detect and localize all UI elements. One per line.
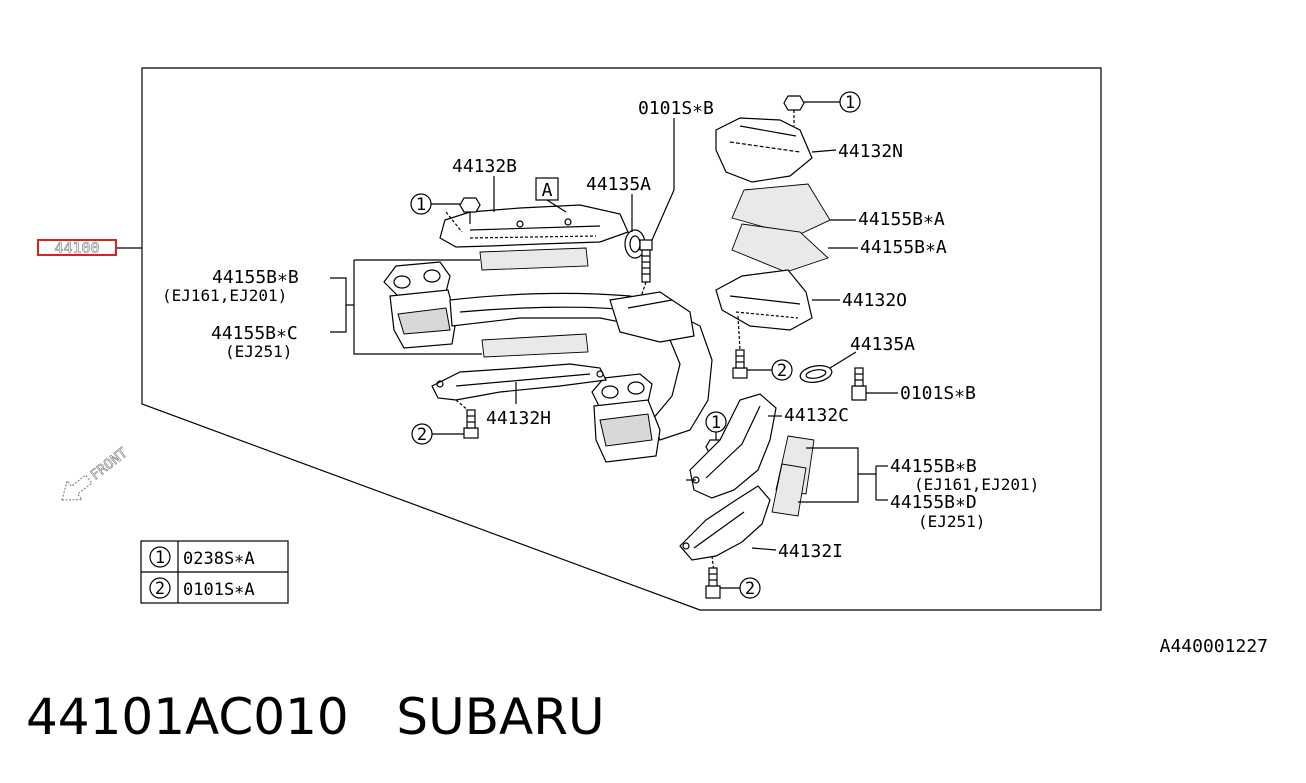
callout-0101SB-top[interactable]: 0101S∗B [638,98,714,119]
callout-44135A-top[interactable]: 44135A [586,174,651,195]
heat-shield-44132C [686,393,777,499]
bolt-icon [463,409,479,439]
callout-44132O[interactable]: 44132O [842,290,907,311]
callout-0101SB-right[interactable]: 0101S∗B [900,383,976,404]
ref-circle-1-label: 1 [845,93,855,113]
legend-ref-2: 2 [155,579,165,599]
nut-icon [459,197,481,224]
part-number: 44101AC010 [26,688,349,746]
heat-shield-44132O [715,269,813,331]
nut-icon [783,95,805,126]
ref-circle-1-label: 1 [711,413,721,433]
heat-shield-44132N [715,117,813,183]
callout-ej161-right[interactable]: (EJ161,EJ201) [914,475,1039,494]
callout-44155BA-2[interactable]: 44155B∗A [860,237,947,258]
bolt-icon [639,239,653,283]
callout-ej251-left[interactable]: (EJ251) [225,342,292,361]
bolt-icon [851,367,867,401]
ref-circle-2 [771,359,793,381]
ref-circle-2-label: 2 [417,425,427,445]
ref-circle-2-label: 2 [777,361,787,381]
brand-name: SUBARU [396,688,605,746]
callout-44132N[interactable]: 44132N [838,141,903,162]
diagram-frame [141,67,1102,611]
ref-circle-2-label: 2 [745,579,755,599]
bracket-right-gaskets [798,447,859,503]
heat-shield-44132H [431,363,607,401]
gasket-44155B-C [481,333,589,358]
gasket-44155B-A-1 [731,183,831,237]
gasket-44155B-D [771,463,807,517]
callout-44155BD[interactable]: 44155B∗D [890,492,977,513]
part-title: 44101AC010 SUBARU [26,682,605,752]
heat-shield-44132I [679,485,771,561]
front-label: FRONT [88,445,132,484]
clamp-44135A-right [799,365,833,383]
callout-44155BB-left[interactable]: 44155B∗B [212,267,299,288]
legend-ref-1: 1 [155,548,165,568]
callout-44132I[interactable]: 44132I [778,541,843,562]
callout-44132H[interactable]: 44132H [486,408,551,429]
callout-44155BA-1[interactable]: 44155B∗A [858,209,945,230]
gasket-44155B-A-2 [731,223,829,273]
diagram-code: A440001227 [1160,636,1268,657]
group-code-label[interactable]: 44100 [54,239,100,258]
callout-44132B[interactable]: 44132B [452,156,517,177]
bolt-icon [732,349,748,379]
bolt-icon [705,567,721,599]
callout-ej251-right[interactable]: (EJ251) [918,512,985,531]
callout-44135A-right[interactable]: 44135A [850,334,915,355]
group-code-highlight[interactable] [37,239,117,256]
ref-circle-1-label: 1 [416,195,426,215]
callout-44155BB-right[interactable]: 44155B∗B [890,456,977,477]
callout-44155BC[interactable]: 44155B∗C [211,323,298,344]
callout-44132C[interactable]: 44132C [784,405,849,426]
legend-code-1[interactable]: 0238S∗A [183,549,255,569]
legend-table: 1 0238S∗A 2 0101S∗A [140,540,289,604]
title-spacer [349,688,397,746]
front-arrow-icon: FRONT [61,444,132,501]
ref-circle-2 [739,577,761,599]
clamp-44135A-top [624,229,646,259]
exhaust-manifold-assembly [383,261,713,463]
legend-code-2[interactable]: 0101S∗A [183,580,255,600]
callout-ej161-left[interactable]: (EJ161,EJ201) [162,286,287,305]
heat-shield-44132B [439,204,629,248]
gasket-44155B-B [479,247,589,271]
view-marker-label: A [542,180,553,201]
